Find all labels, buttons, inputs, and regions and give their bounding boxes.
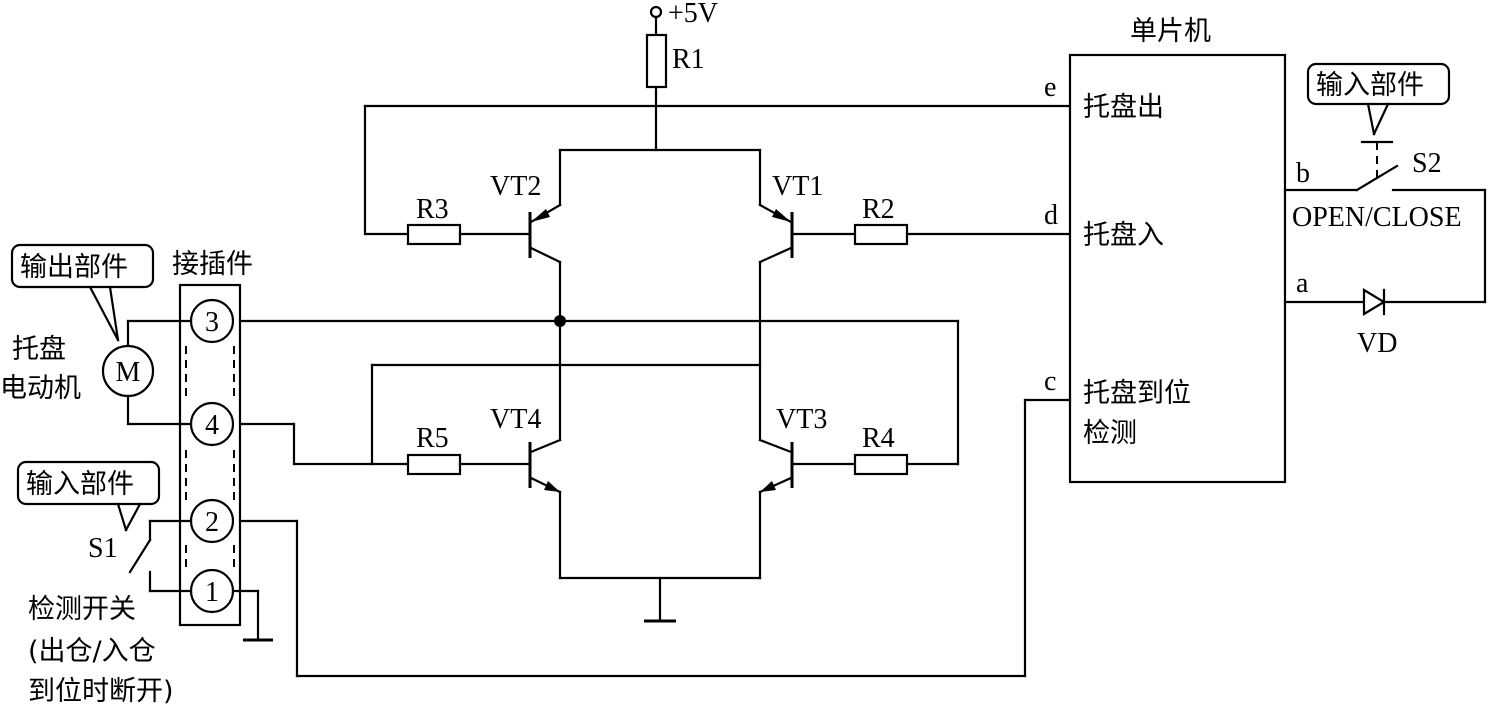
motor-label-1: 托盘	[12, 334, 66, 365]
vt2-label: VT2	[490, 171, 541, 202]
motor-label-2: 电动机	[0, 373, 81, 404]
pin-4-label: 4	[205, 410, 219, 441]
s2-label: S2	[1412, 148, 1442, 179]
r5-body	[406, 453, 462, 476]
r3-body	[406, 223, 462, 246]
r5-label: R5	[416, 423, 449, 454]
transistor-vt1: VT1	[758, 148, 823, 442]
s2-open-close-label: OPEN/CLOSE	[1292, 202, 1462, 233]
transistor-vt4: VT4	[490, 404, 562, 580]
vt4-label: VT4	[490, 404, 541, 435]
r4-body	[853, 453, 909, 476]
power-terminal-icon	[649, 5, 663, 19]
pin-2-label: 2	[205, 507, 219, 538]
vt3-label: VT3	[776, 404, 827, 435]
motor-symbol: M	[116, 357, 141, 388]
s2-callout: 输入部件	[1316, 70, 1424, 101]
resistor-r3: R3	[363, 104, 532, 246]
mcu-pin-b: b	[1296, 158, 1310, 189]
power-label: +5V	[668, 0, 718, 29]
mcu-title: 单片机	[1130, 16, 1211, 47]
power-supply: +5V	[649, 0, 718, 37]
transistor-vt2: VT2	[490, 148, 562, 442]
connector-title: 接插件	[172, 249, 253, 280]
s1-desc-3: 到位时断开)	[28, 676, 174, 707]
r2-body	[853, 223, 909, 246]
diode-vd: VD	[1283, 288, 1487, 359]
switch-s2: 输入部件 S2 OPEN/CLOSE	[1283, 62, 1487, 304]
mcu-label-tray-in: 托盘入	[1083, 220, 1164, 251]
vt1-label: VT1	[772, 171, 823, 202]
mcu-pin-a: a	[1296, 268, 1309, 299]
mcu-pin-e: e	[1044, 72, 1056, 103]
resistor-r5: R5	[238, 422, 532, 476]
motor-callout-box	[10, 243, 155, 289]
r1-body	[645, 33, 668, 89]
diode-icon	[1362, 288, 1387, 316]
vd-label: VD	[1357, 328, 1397, 359]
s1-label: S1	[88, 533, 118, 564]
s1-callout: 输入部件	[26, 469, 134, 500]
r3-label: R3	[416, 194, 449, 225]
pin-3-label: 3	[205, 307, 219, 338]
r2-label: R2	[862, 194, 895, 225]
s1-callout-box	[16, 460, 161, 506]
mcu-label-tray-detect-1: 托盘到位	[1083, 378, 1191, 409]
resistor-r2: R2	[790, 194, 1072, 246]
mcu-pin-d: d	[1044, 200, 1058, 231]
pin-1-label: 1	[205, 577, 219, 608]
mcu-label-tray-out: 托盘出	[1083, 92, 1164, 123]
r4-label: R4	[862, 423, 895, 454]
motor: 输出部件 M 托盘 电动机	[0, 243, 193, 426]
switch-s1: 输入部件 S1 检测开关 (出仓/入仓 到位时断开)	[16, 460, 273, 707]
s1-desc-1: 检测开关	[28, 594, 136, 625]
transistor-vt3: VT3	[758, 404, 827, 580]
resistor-r1: R1	[645, 33, 705, 89]
mcu-block: 单片机 e 托盘出 d 托盘入 c 托盘到位 检测 b a	[1044, 16, 1310, 484]
mcu-body	[1068, 53, 1287, 484]
connector: 接插件 3 4 2 1	[172, 249, 253, 627]
junction-dot	[554, 315, 566, 327]
mcu-label-tray-detect-2: 检测	[1083, 418, 1137, 449]
s2-callout-box	[1306, 62, 1451, 106]
resistor-r4: R4	[790, 423, 960, 476]
mcu-pin-c: c	[1044, 366, 1056, 397]
motor-callout: 输出部件	[20, 252, 128, 283]
s1-desc-2: (出仓/入仓	[28, 636, 156, 667]
r1-label: R1	[672, 44, 705, 75]
